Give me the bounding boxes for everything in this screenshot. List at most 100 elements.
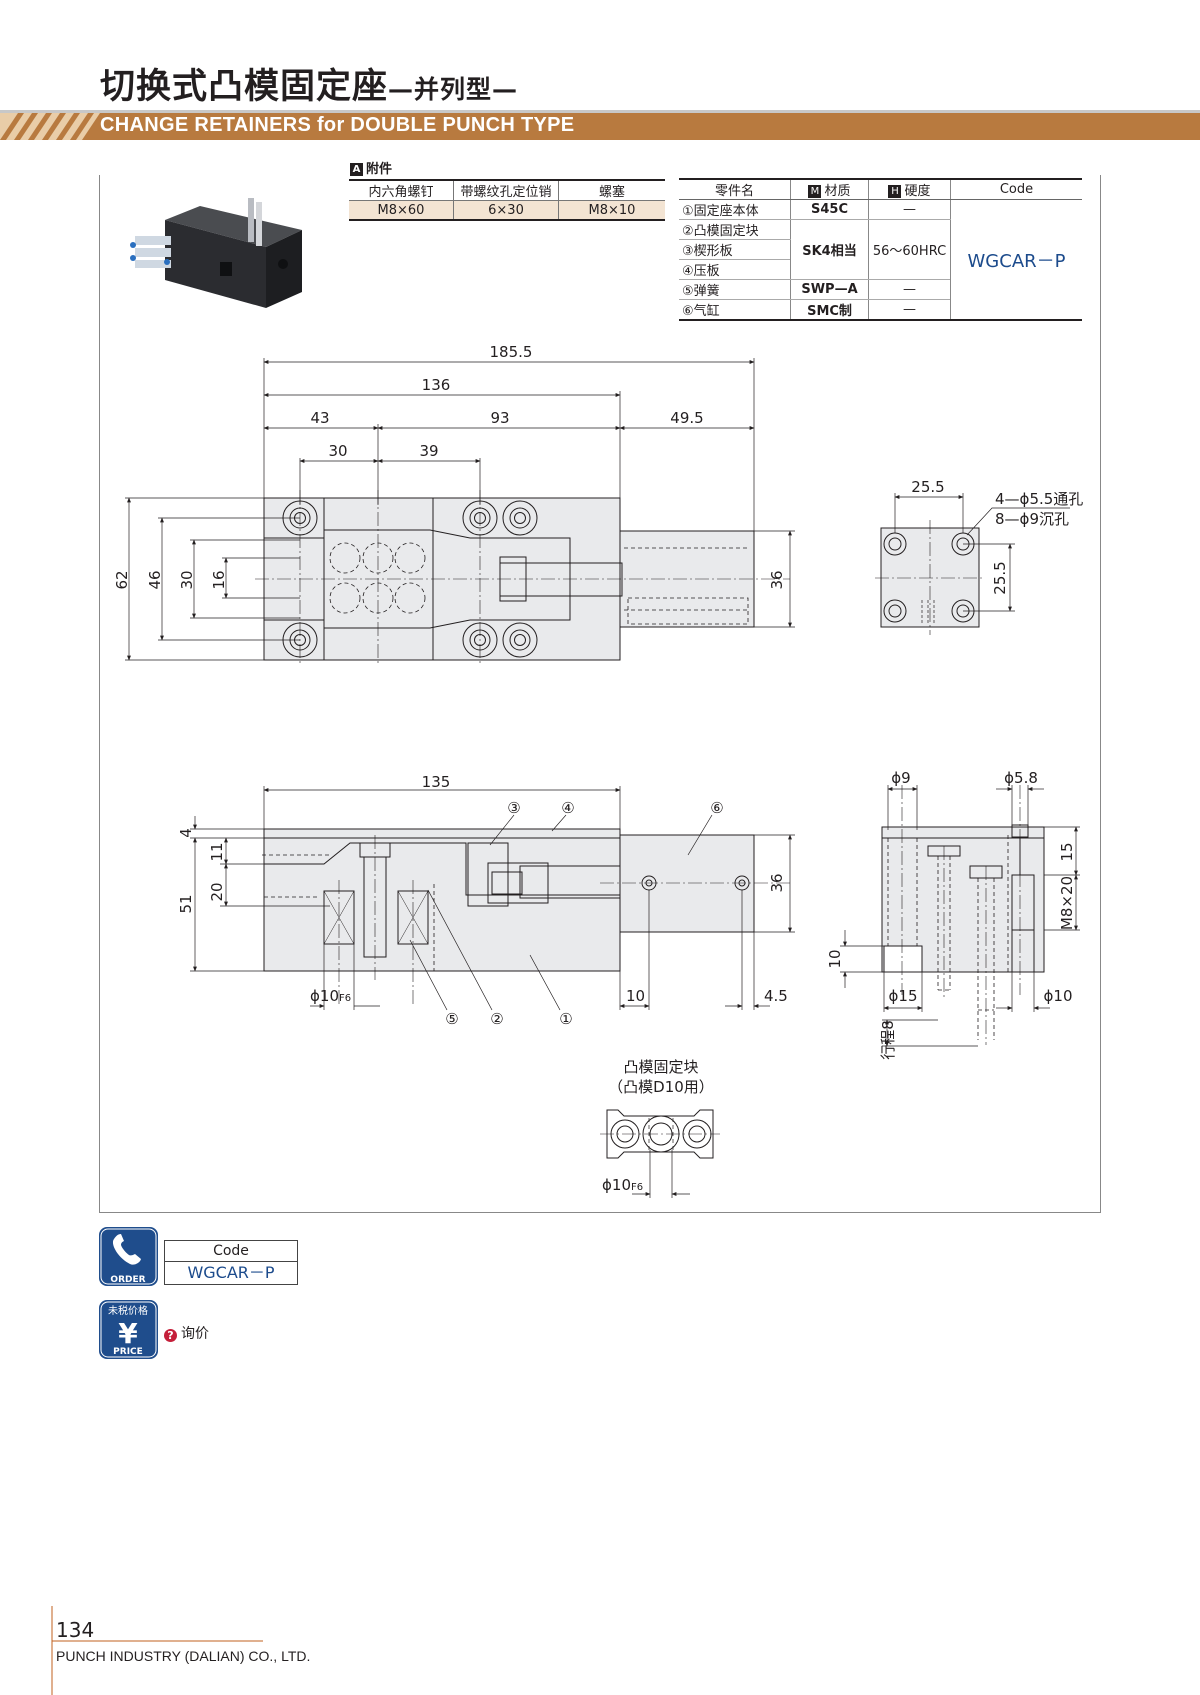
- callout-2: ②: [490, 1010, 503, 1028]
- dim-height-16: 16: [210, 570, 228, 589]
- dim-front-top: 4: [177, 828, 195, 838]
- accessory-badge: A: [350, 163, 363, 176]
- part-name-3: ③楔形板: [679, 239, 791, 260]
- callout-4: ④: [561, 799, 574, 817]
- order-code-header: Code: [165, 1241, 297, 1262]
- price-inquiry: ? 询价: [164, 1323, 209, 1343]
- price-inquiry-text: 询价: [181, 1326, 209, 1342]
- page-title: 切换式凸模固定座—并列型—: [100, 58, 518, 109]
- accessories-table: 内六角螺钉 带螺纹孔定位销 螺塞 M8×60 6×30 M8×10: [349, 179, 665, 221]
- side-view-dim-text: ϕ9 ϕ5.8 15 M8×20 10 ϕ15 ϕ10 行程8: [826, 769, 1076, 1060]
- front-view-dims: [190, 786, 795, 1011]
- end-view-dim-text: 25.5 25.5 4—ϕ5.5通孔 8—ϕ9沉孔: [911, 478, 1083, 595]
- part-material-1: S45C: [790, 199, 869, 220]
- footer-rules: [51, 1606, 263, 1695]
- note-through-holes: 4—ϕ5.5通孔: [995, 490, 1083, 508]
- dim-front-bore-value: ϕ10: [310, 987, 339, 1005]
- product-photo: [130, 198, 302, 308]
- accessory-val-1: M8×60: [349, 200, 454, 221]
- order-code-value: WGCAR－P: [187, 1263, 275, 1282]
- parts-code-value: WGCAR－P: [950, 199, 1082, 321]
- dim-height-46: 46: [146, 570, 164, 589]
- accessory-col-3: 螺塞: [558, 179, 665, 201]
- dim-front-length: 135: [422, 773, 451, 791]
- part-name-4: ④压板: [679, 259, 791, 280]
- order-icon-label: ORDER: [110, 1275, 145, 1285]
- parts-header-material-label: 材质: [824, 184, 851, 199]
- callout-6: ⑥: [710, 799, 723, 817]
- parts-header-code: Code: [950, 178, 1082, 200]
- dim-front-bore: ϕ10F6: [310, 987, 351, 1005]
- dim-side-stroke: 行程8: [879, 1020, 897, 1060]
- dim-front-offset-4-5: 4.5: [764, 987, 788, 1005]
- dim-front-bore-tol: F6: [339, 993, 351, 1004]
- price-icon: 未税价格 ¥ PRICE: [99, 1300, 158, 1359]
- dim-height-total: 62: [113, 570, 131, 589]
- dim-side-h10: 10: [826, 949, 844, 968]
- part-name-1: ①固定座本体: [679, 199, 791, 220]
- order-code-box: Code WGCAR－P: [164, 1240, 298, 1285]
- dim-end-height: 25.5: [991, 561, 1009, 594]
- dim-cylinder-length: 49.5: [670, 409, 703, 427]
- dim-end-width: 25.5: [911, 478, 944, 496]
- part-hardness-2: 56～60HRC: [868, 219, 951, 280]
- side-view: [881, 785, 1045, 1045]
- accessory-val-2: 6×30: [453, 200, 559, 221]
- dim-front-h20: 20: [208, 882, 226, 901]
- dim-front-height-total: 51: [177, 894, 195, 913]
- accessory-col-2: 带螺纹孔定位销: [453, 179, 559, 201]
- title-band: [0, 110, 1200, 140]
- dim-side-d9: ϕ9: [891, 769, 910, 787]
- accessories-label: 附件: [366, 162, 393, 177]
- detail-view: [600, 1109, 720, 1159]
- part-name-5: ⑤弹簧: [679, 279, 791, 300]
- dim-front-h11: 11: [208, 842, 226, 861]
- drawing-frame: [99, 175, 1101, 1213]
- accessory-val-3: M8×10: [558, 200, 665, 221]
- dim-total-length: 185.5: [490, 343, 533, 361]
- dim-body-length: 136: [422, 376, 451, 394]
- top-view: [255, 490, 790, 665]
- top-view-dims: [125, 358, 795, 661]
- price-icon-top: 未税价格: [108, 1304, 148, 1317]
- question-icon: ?: [164, 1329, 177, 1342]
- dim-side-thread: M8×20: [1058, 876, 1076, 930]
- detail-bore: ϕ10F6: [602, 1176, 643, 1194]
- part-material-5: SWP—A: [790, 279, 869, 300]
- dim-side-d15: ϕ15: [889, 987, 918, 1005]
- dim-pitch-a: 30: [328, 442, 347, 460]
- part-material-6: SMC制: [790, 299, 869, 321]
- end-view-dims: [894, 493, 1070, 612]
- material-badge: M: [808, 185, 822, 198]
- page-title-sub: —并列型—: [388, 75, 519, 104]
- dim-left-segment: 43: [310, 409, 329, 427]
- part-material-2: SK4相当: [790, 219, 869, 280]
- dim-front-cylinder-height: 36: [768, 873, 786, 892]
- part-name-6: ⑥气缸: [679, 299, 791, 321]
- parts-header-hardness-label: 硬度: [904, 184, 931, 199]
- dim-middle-segment: 93: [490, 409, 509, 427]
- dim-front-offset-10: 10: [626, 987, 645, 1005]
- detail-title: 凸模固定块: [623, 1058, 698, 1076]
- yen-icon: ¥: [118, 1317, 138, 1350]
- callout-3: ③: [507, 799, 520, 817]
- end-view: [875, 520, 985, 635]
- part-hardness-5: —: [868, 279, 951, 300]
- part-hardness-6: —: [868, 299, 951, 321]
- dim-pitch-b: 39: [419, 442, 438, 460]
- detail-view-text: 凸模固定块 （凸模D10用） ϕ10F6: [602, 1058, 714, 1194]
- page-number: 134: [56, 1618, 95, 1642]
- callout-1: ①: [559, 1010, 572, 1028]
- front-view: [262, 828, 790, 1005]
- accessory-col-1: 内六角螺钉: [349, 179, 454, 201]
- note-counterbore: 8—ϕ9沉孔: [995, 510, 1069, 528]
- dim-side-h15: 15: [1058, 842, 1076, 861]
- parts-header-name: 零件名: [679, 178, 791, 200]
- callout-5: ⑤: [445, 1010, 458, 1028]
- dim-side-d10: ϕ10: [1044, 987, 1073, 1005]
- price-icon-label: PRICE: [113, 1347, 143, 1357]
